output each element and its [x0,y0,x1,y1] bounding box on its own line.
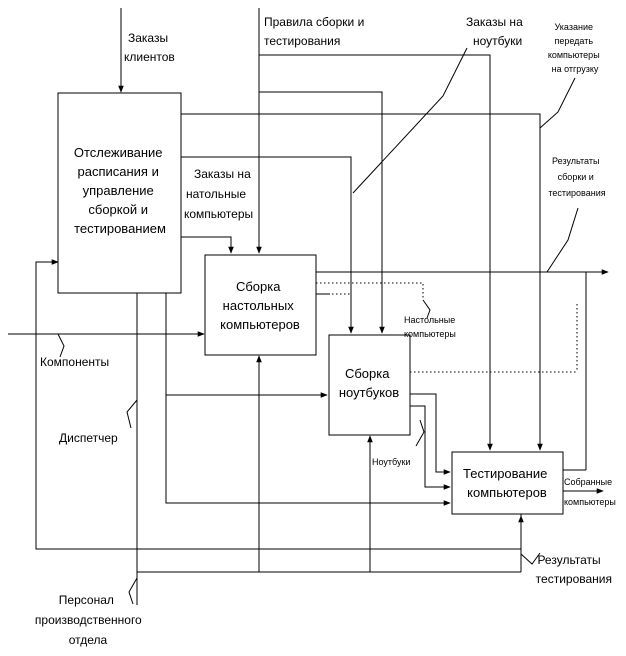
box-testing-text: Тестирование компьютеров [463,466,551,500]
label-laptops: Ноутбуки [372,457,410,467]
desktop-out-stub [315,293,330,305]
box-tracking: Отслеживание расписания и управление сбо… [57,92,182,294]
label-assembly-results: Результаты сборки и тестирования [548,156,605,198]
dispatcher-squiggle [126,399,138,429]
arrow-laptops-out [410,405,451,490]
arrow-laptop-orders [181,156,354,334]
box-tracking-text: Отслеживание расписания и управление сбо… [74,145,166,236]
box-desktop-assembly: Сборка настольных компьютеров [204,254,317,356]
box-laptop-assembly: Сборка ноутбуков [328,334,411,436]
box-testing: Тестирование компьютеров [451,451,564,515]
label-laptop-orders: Заказы на ноутбуки [466,15,526,48]
label-client-orders: Заказы клиентов [124,31,175,64]
shipment-squiggle [539,77,576,129]
test-results-squiggle [520,552,541,565]
personnel-squiggle [128,577,138,605]
box-desktop-text: Сборка настольных компьютеров [220,279,300,332]
desktop-dotted-output [316,282,424,300]
arrow-rules-to-laptop [259,91,385,334]
label-components: Компоненты [40,355,109,369]
results-squiggle [546,207,579,273]
components-squiggle [57,333,65,358]
label-dispatcher: Диспетчер [59,431,118,445]
label-test-results: Результаты тестирования [536,553,612,586]
label-desktop-computers: Настольные компьютеры [404,315,458,339]
arrow-shipment-instruction [181,113,543,451]
box-laptop-text: Сборка ноутбуков [339,366,399,400]
laptop-orders-squiggle [352,47,468,194]
arrow-laptops-out-2 [410,393,451,475]
label-assembled-computers: Собранные компьютеры [564,477,616,507]
connectors [8,8,609,605]
arrow-mech-to-testing [165,293,451,506]
label-desktop-orders: Заказы на натольные компьютеры [184,167,254,221]
laptops-squiggle [415,419,425,447]
label-shipment-instruction: Указание передать компьютеры на отгрузку [548,22,602,74]
label-personnel: Персонал производственного отдела [35,593,145,647]
label-assembly-rules: Правила сборки и тестирования [264,15,368,48]
desktop-computers-squiggle [422,299,431,319]
arrow-desktop-orders [181,236,234,254]
arrow-rules-to-testing [259,54,493,451]
